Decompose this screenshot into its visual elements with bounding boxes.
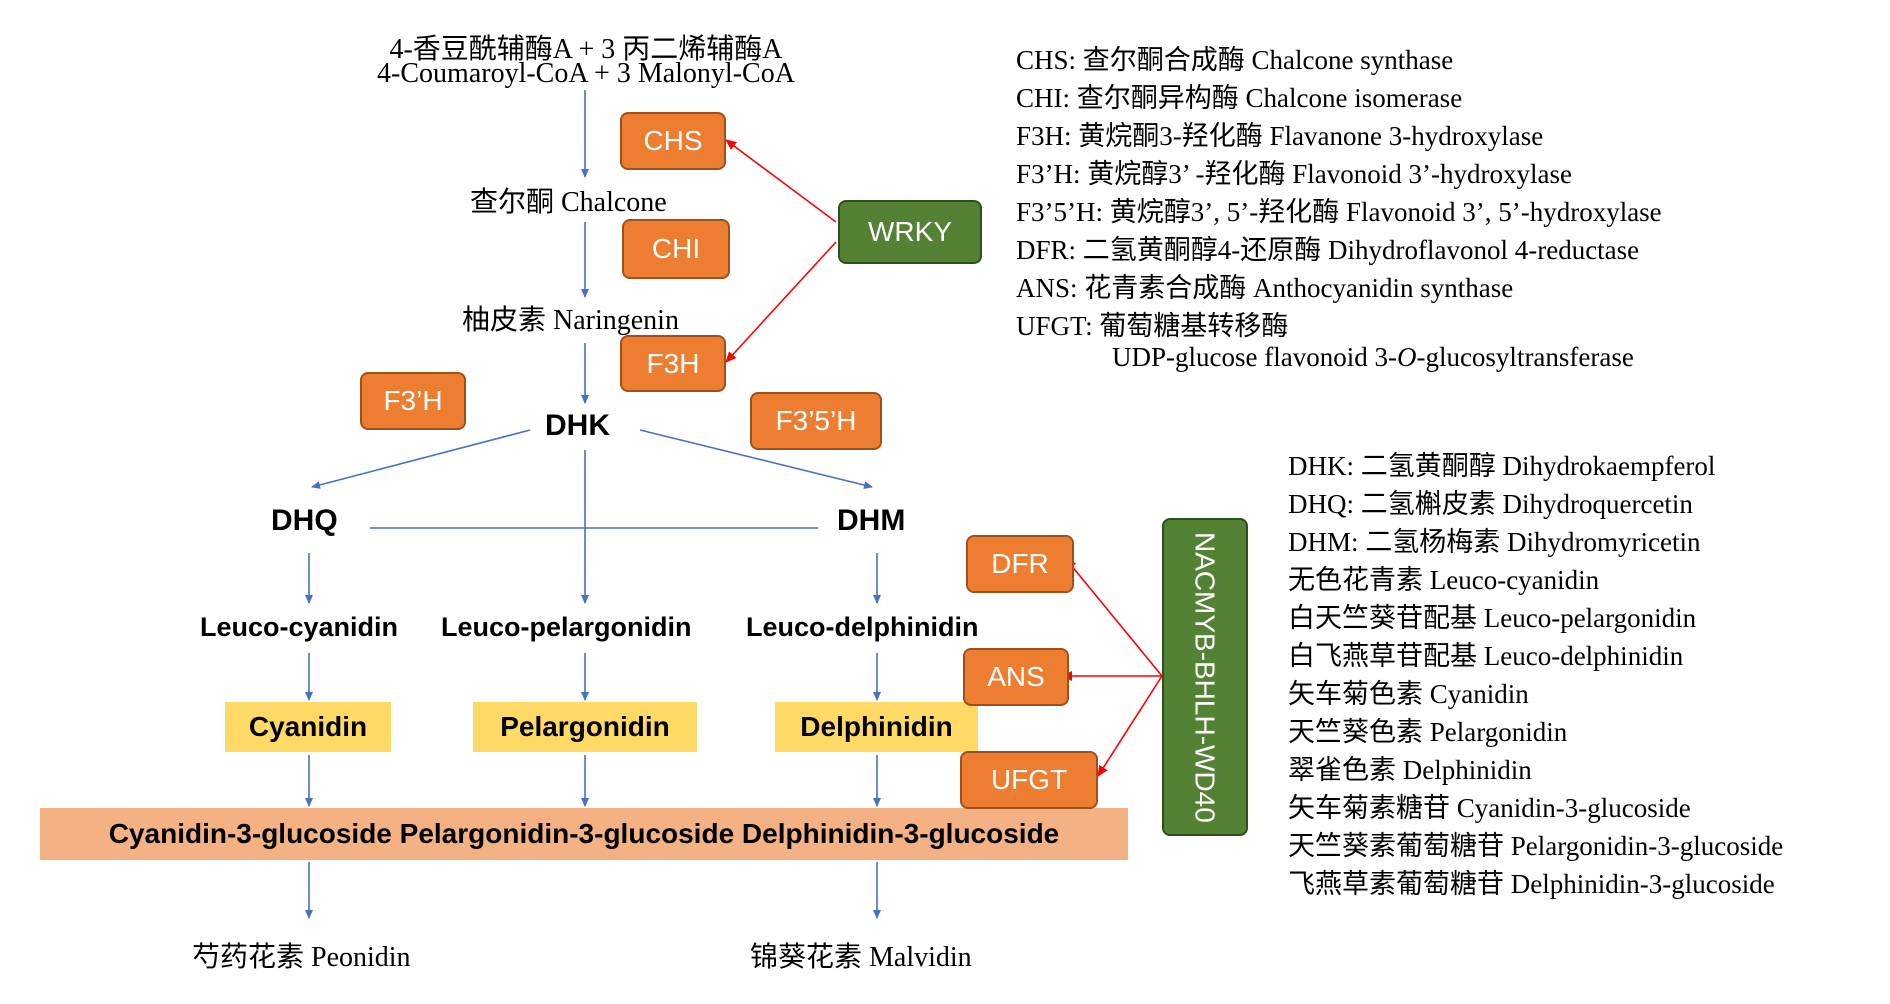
enzyme-f3h: F3H [620, 335, 726, 392]
regulation-mbw-to-dfr [1065, 558, 1163, 677]
arrow-dhk-to-dhm [639, 429, 873, 489]
node-dhm: DHM [837, 504, 906, 537]
node-delphinidin: Delphinidin [775, 702, 978, 752]
legend-compound-pelargonidin: 天竺葵色素 Pelargonidin [1288, 717, 1568, 747]
regulator-mbw-label: MYB-BHLH-WD40 [1189, 590, 1221, 823]
enzyme-f3prime-h: F3’H [360, 372, 466, 430]
legend-compound-leuco-cyanidin: 无色花青素 Leuco-cyanidin [1288, 565, 1600, 595]
legend-enzyme-chs: CHS: 查尔酮合成酶 Chalcone synthase [1016, 45, 1454, 75]
ufgt-full-italic: O [1396, 342, 1417, 372]
node-malvidin: 锦葵花素 Malvidin [750, 942, 972, 973]
legend-compound-cyanidin: 矢车菊色素 Cyanidin [1288, 679, 1529, 709]
legend-compound-dhq: DHQ: 二氢槲皮素 Dihydroquercetin [1288, 489, 1693, 519]
enzyme-ans: ANS [963, 648, 1069, 706]
node-leuco-pelargonidin: Leuco-pelargonidin [441, 612, 692, 642]
regulation-wrky-to-chs [725, 139, 837, 223]
legend-compound-delphinidin-glucoside: 飞燕草素葡萄糖苷 Delphinidin-3-glucoside [1288, 869, 1775, 899]
arrow-dhk-to-dhq [311, 429, 531, 489]
enzyme-dfr: DFR [966, 535, 1074, 593]
node-dhk: DHK [545, 409, 610, 442]
legend-compound-dhm: DHM: 二氢杨梅素 Dihydromyricetin [1288, 527, 1701, 557]
legend-enzyme-ans: ANS: 花青素合成酶 Anthocyanidin synthase [1016, 273, 1514, 303]
regulator-wrky: WRKY [838, 200, 982, 264]
legend-enzyme-dfr: DFR: 二氢黄酮醇4-还原酶 Dihydroflavonol 4-reduct… [1016, 235, 1640, 265]
regulator-nac-mbw: NAC MYB-BHLH-WD40 [1162, 518, 1248, 836]
node-naringenin: 柚皮素 Naringenin [462, 305, 679, 336]
node-peonidin: 芍药花素 Peonidin [192, 942, 411, 973]
legend-enzyme-chi: CHI: 查尔酮异构酶 Chalcone isomerase [1016, 83, 1463, 113]
node-glucosides: Cyanidin-3-glucoside Pelargonidin-3-gluc… [40, 808, 1128, 860]
node-pelargonidin: Pelargonidin [473, 702, 697, 752]
regulator-nac-mbw-text: NAC MYB-BHLH-WD40 [1189, 531, 1221, 823]
node-leuco-cyanidin: Leuco-cyanidin [200, 612, 399, 642]
node-leuco-delphinidin: Leuco-delphinidin [746, 612, 979, 642]
enzyme-chi: CHI [622, 219, 730, 279]
ufgt-full-prefix: UDP-glucose flavonoid 3- [1112, 342, 1397, 372]
legend-enzyme-ufgt: UFGT: 葡萄糖基转移酶 [1016, 311, 1289, 341]
legend-enzyme-f3prime-h: F3’H: 黄烷醇3’ -羟化酶 Flavonoid 3’-hydroxylas… [1016, 159, 1572, 189]
node-chalcone: 查尔酮 Chalcone [470, 187, 667, 218]
legend-enzyme-ufgt-full: UDP-glucose flavonoid 3-O-glucosyltransf… [1112, 342, 1634, 373]
substrate-en: 4-Coumaroyl-CoA + 3 Malonyl-CoA [377, 58, 795, 89]
regulation-mbw-to-ufgt [1097, 675, 1163, 777]
legend-compound-leuco-delphinidin: 白飞燕草苷配基 Leuco-delphinidin [1288, 641, 1684, 671]
node-dhq: DHQ [271, 504, 338, 537]
legend-compound-delphinidin: 翠雀色素 Delphinidin [1288, 755, 1532, 785]
legend-compound-pelargonidin-glucoside: 天竺葵素葡萄糖苷 Pelargonidin-3-glucoside [1288, 831, 1784, 861]
regulator-nac-label: NAC [1189, 531, 1221, 591]
legend-compound-dhk: DHK: 二氢黄酮醇 Dihydrokaempferol [1288, 451, 1716, 481]
enzyme-f3prime5prime-h: F3’5’H [750, 392, 882, 450]
node-cyanidin: Cyanidin [225, 702, 391, 752]
substrate-cn: 4-香豆酰辅酶A + 3 丙二烯辅酶A [389, 34, 783, 65]
legend-enzyme-f35h: F3’5’H: 黄烷醇3’, 5’-羟化酶 Flavonoid 3’, 5’-h… [1016, 197, 1662, 227]
legend-compound-leuco-pelargonidin: 白天竺葵苷配基 Leuco-pelargonidin [1288, 603, 1697, 633]
enzyme-ufgt: UFGT [960, 751, 1098, 809]
ufgt-full-suffix: -glucosyltransferase [1416, 342, 1634, 372]
legend-compound-cyanidin-glucoside: 矢车菊素糖苷 Cyanidin-3-glucoside [1288, 793, 1691, 823]
legend-enzyme-f3h: F3H: 黄烷酮3-羟化酶 Flavanone 3-hydroxylase [1016, 121, 1544, 151]
regulation-wrky-to-f3h [725, 241, 837, 363]
enzyme-chs: CHS [620, 112, 726, 170]
